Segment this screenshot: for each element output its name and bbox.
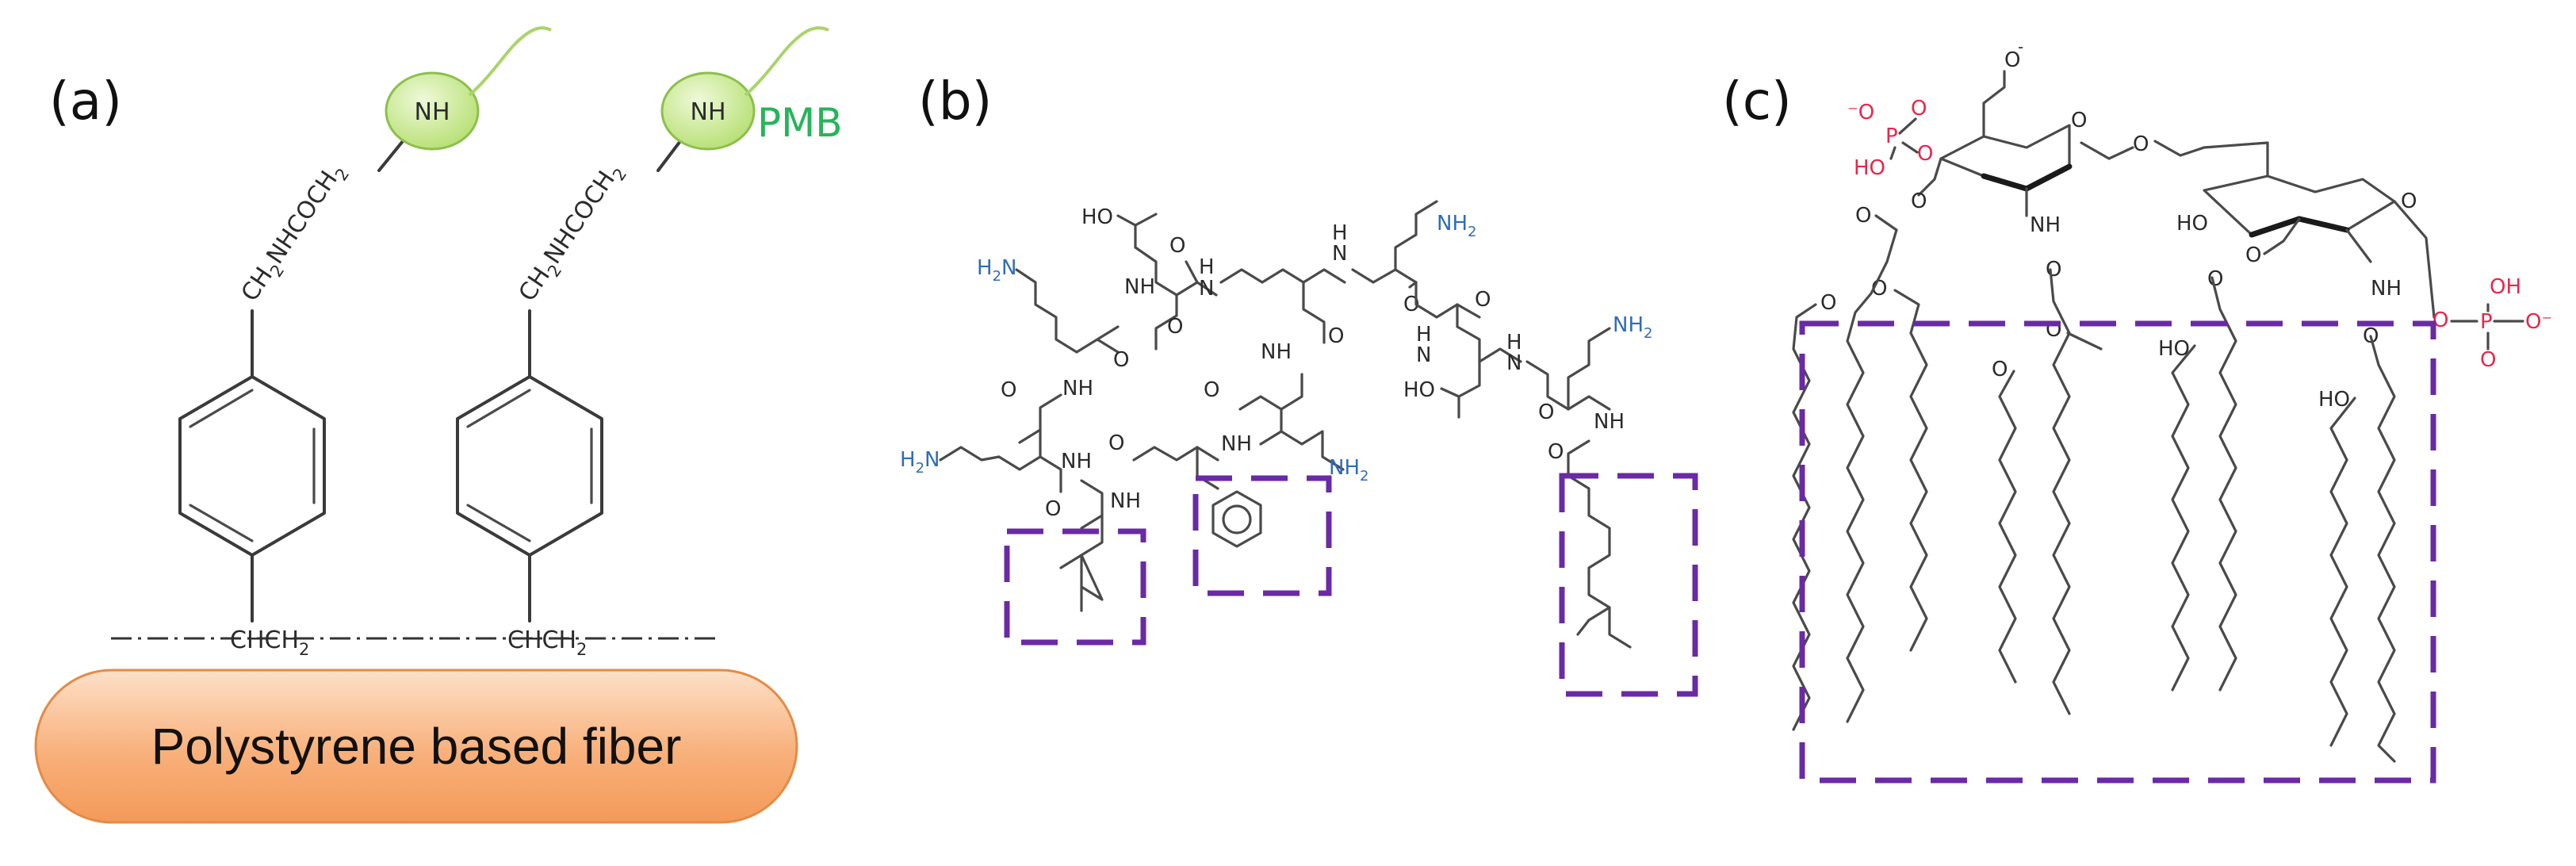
amide-o-1: O bbox=[2046, 258, 2061, 282]
left-residues: H2N O NH O H2N NH O NH O NH O NH NH2 bbox=[900, 256, 1368, 612]
nh-mid-2: NH bbox=[1221, 432, 1252, 456]
h-r: H bbox=[1506, 331, 1522, 354]
nh-left-1: NH bbox=[1062, 377, 1093, 400]
o-3: O bbox=[1328, 324, 1344, 348]
h-top-2: H bbox=[1332, 221, 1348, 245]
o-7: O bbox=[1548, 440, 1564, 464]
o-2: O bbox=[1169, 234, 1185, 258]
polystyrene-fiber bbox=[34, 669, 798, 824]
panel-b-label: (b) bbox=[918, 71, 992, 132]
po4-p: P bbox=[1885, 125, 1898, 148]
nh-mid-3: NH bbox=[1261, 340, 1292, 364]
o-mid: O bbox=[1204, 378, 1219, 402]
box-leu bbox=[1004, 528, 1146, 646]
glucosamine-2: HO O O NH bbox=[2176, 141, 2436, 319]
nh-c2: NH bbox=[2371, 277, 2402, 301]
ho-chain-2: HO bbox=[2318, 388, 2350, 412]
po4-o-minus: ⁻O bbox=[1847, 101, 1874, 125]
po4r-o-bottom: O bbox=[2480, 348, 2496, 372]
po4-o-top: O bbox=[1911, 97, 1927, 121]
chch2-right: CHCH2 bbox=[507, 627, 587, 659]
left-linker-unit: CHCH2 CH2NHCOCH2 NH bbox=[178, 26, 552, 659]
n-r: N bbox=[1506, 351, 1521, 375]
nh-1: NH bbox=[1124, 275, 1155, 299]
panel-a: (a) Polystyrene based fiber CHCH2 CH2NHC… bbox=[34, 26, 843, 824]
right-linker-unit: CHCH2 CH2NHCOCH2 NH PMB bbox=[456, 26, 843, 659]
ring-o-2: O bbox=[2401, 190, 2417, 213]
chch2-left: CHCH2 bbox=[230, 627, 309, 659]
n-mid: N bbox=[1416, 343, 1431, 367]
panel-c: (c) ⁻O P O HO O O - O O O NH bbox=[1722, 37, 2552, 784]
po4r-p: P bbox=[2480, 310, 2493, 334]
thr-ho-2: HO bbox=[1403, 378, 1435, 402]
glycosidic-o: O bbox=[2133, 132, 2149, 156]
h2n-top: H2N bbox=[977, 256, 1016, 285]
h-mid: H bbox=[1416, 323, 1432, 347]
po4r-oh-top: OH bbox=[2490, 275, 2521, 299]
linker-left-text: CH2NHCOCH2 bbox=[236, 157, 354, 309]
polymyxin-backbone: HO NH O O H N O N H O NH2 H N O bbox=[1081, 200, 1652, 649]
ester-o-a: O bbox=[1855, 204, 1871, 228]
ester-o-d: O bbox=[1992, 358, 2008, 381]
o-6: O bbox=[1538, 400, 1554, 424]
panel-a-label: (a) bbox=[49, 71, 122, 132]
minus-top: - bbox=[2018, 37, 2023, 56]
pmb-tail-right bbox=[744, 26, 829, 97]
po4r-o-link: O bbox=[2432, 308, 2448, 332]
nh-right: NH bbox=[1594, 410, 1625, 434]
o-ester-2: O bbox=[2245, 243, 2261, 267]
box-phe bbox=[1192, 475, 1332, 596]
box-lipid-a-chains bbox=[1799, 320, 2436, 784]
h2n-left: H2N bbox=[900, 448, 940, 477]
n-top: N bbox=[1199, 277, 1214, 301]
phosphate-left: ⁻O P O HO O bbox=[1847, 97, 1933, 180]
box-fatty-acyl bbox=[1559, 473, 1698, 697]
o-5: O bbox=[1475, 288, 1491, 312]
glucosamine-1: O - O O O NH bbox=[1911, 37, 2206, 237]
panel-c-label: (c) bbox=[1722, 71, 1792, 132]
nh-circle-left bbox=[385, 71, 480, 151]
n-top-2: N bbox=[1332, 242, 1347, 266]
po4r-o-minus: O⁻ bbox=[2525, 310, 2552, 334]
lipid-chains bbox=[1792, 214, 2396, 763]
fiber-label: Polystyrene based fiber bbox=[151, 718, 682, 775]
ring-o-1: O bbox=[2071, 109, 2087, 132]
benzene-ring-right bbox=[456, 375, 603, 557]
nh-label-right: NH bbox=[691, 98, 726, 126]
panel-b: (b) HO NH O O H N O N H O NH2 bbox=[900, 71, 1698, 697]
thr-ho-1: HO bbox=[1081, 205, 1113, 229]
nh-label-left: NH bbox=[415, 98, 450, 126]
nh2-right: NH2 bbox=[1613, 313, 1652, 342]
pmb-tail-left bbox=[468, 26, 552, 97]
o-minus-top: O bbox=[2004, 48, 2020, 72]
nh2-top: NH2 bbox=[1437, 212, 1476, 240]
o-ester-1: O bbox=[1911, 190, 1927, 213]
ester-o-f: O bbox=[2207, 267, 2223, 291]
ho-ring2: HO bbox=[2176, 212, 2208, 236]
ester-o-b: O bbox=[1820, 291, 1836, 315]
phosphate-right: O OH P O⁻ O bbox=[2432, 275, 2552, 372]
po4-o-link: O bbox=[1917, 142, 1933, 166]
o-left-2: O bbox=[1001, 378, 1016, 402]
nh-left-3: NH bbox=[1110, 489, 1141, 513]
nh-left-2: NH bbox=[1061, 450, 1092, 473]
o-left-4: O bbox=[1108, 431, 1124, 455]
linker-right-text: CH2NHCOCH2 bbox=[514, 157, 631, 309]
o-1: O bbox=[1167, 315, 1183, 339]
nh2-mid: NH2 bbox=[1329, 456, 1368, 485]
pmb-label: PMB bbox=[757, 100, 843, 146]
o-left-1: O bbox=[1113, 348, 1129, 372]
nh-circle-right bbox=[660, 71, 756, 151]
o-left-3: O bbox=[1045, 497, 1061, 521]
nh-c1: NH bbox=[2030, 213, 2061, 237]
hn-top: H bbox=[1199, 255, 1215, 279]
benzene-ring-left bbox=[178, 375, 326, 557]
po4-ho: HO bbox=[1854, 156, 1885, 180]
